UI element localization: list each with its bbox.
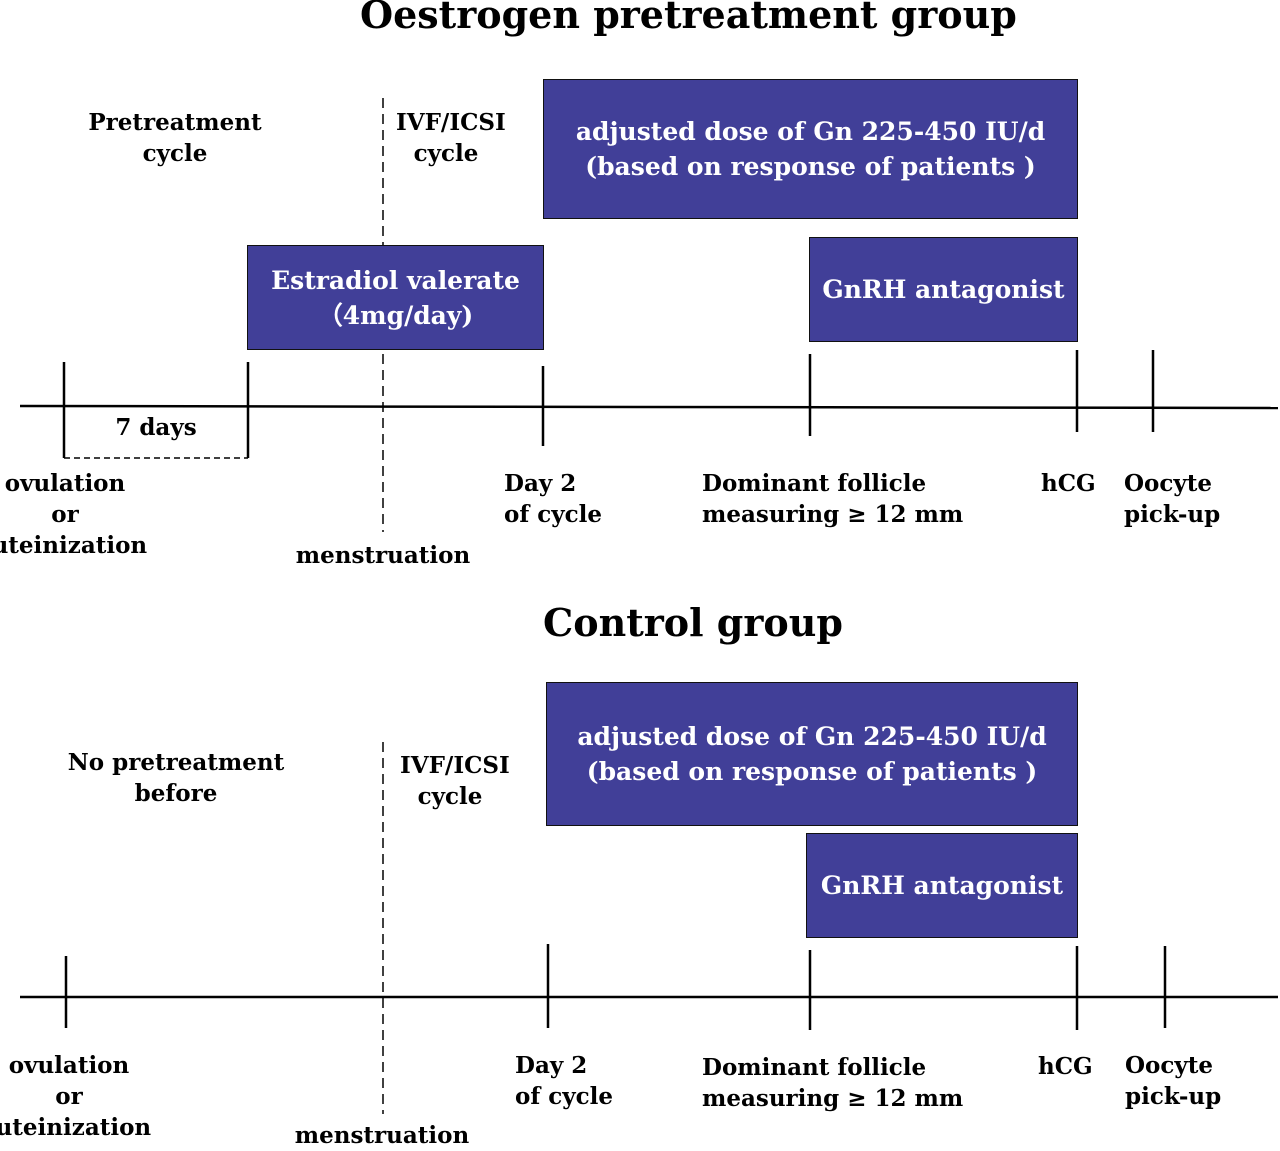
top-gnrh-antagonist-box: GnRH antagonist xyxy=(809,237,1078,342)
top-day2-label: Day 2 of cycle xyxy=(504,470,602,528)
bottom-oocyte-label: Oocyte pick-up xyxy=(1125,1052,1222,1110)
bottom-gnrh-antagonist-text: GnRH antagonist xyxy=(820,871,1064,900)
bottom-group-title: Control group xyxy=(543,600,843,645)
top-gnrh-antagonist-text: GnRH antagonist xyxy=(822,275,1065,304)
top-ivf-cycle-label: IVF/ICSI cycle xyxy=(396,109,506,167)
bottom-gn-dose-text: adjusted dose of Gn 225-450 IU/d (based … xyxy=(577,722,1047,786)
bottom-gnrh-antagonist-box: GnRH antagonist xyxy=(806,833,1078,938)
top-pretreatment-cycle-label: Pretreatment cycle xyxy=(88,109,262,167)
bottom-dominant-follicle-label: Dominant follicle measuring ≥ 12 mm xyxy=(702,1054,964,1112)
top-gn-dose-text: adjusted dose of Gn 225-450 IU/d (based … xyxy=(575,117,1046,181)
top-ovulation-label: ovulation or luteinization xyxy=(0,470,148,559)
top-gn-dose-box: adjusted dose of Gn 225-450 IU/d (based … xyxy=(543,79,1078,219)
bottom-menstruation-label: menstruation xyxy=(294,1122,470,1149)
top-menstruation-label: menstruation xyxy=(295,542,471,569)
bottom-no-pretreatment-label: No pretreatment before xyxy=(67,749,285,807)
top-seven-days-label: 7 days xyxy=(115,414,197,441)
top-estradiol-box: Estradiol valerate （4mg/day) xyxy=(247,245,544,350)
top-timeline-axis xyxy=(19,404,1279,410)
top-hcg-label: hCG xyxy=(1041,470,1096,497)
top-oocyte-label: Oocyte pick-up xyxy=(1124,470,1221,528)
bottom-ivf-cycle-label: IVF/ICSI cycle xyxy=(400,752,510,810)
top-dominant-follicle-label: Dominant follicle measuring ≥ 12 mm xyxy=(702,470,964,528)
top-group-title: Oestrogen pretreatment group xyxy=(360,0,1017,37)
bottom-hcg-label: hCG xyxy=(1038,1053,1093,1080)
bottom-gn-dose-box: adjusted dose of Gn 225-450 IU/d (based … xyxy=(546,682,1078,826)
bottom-ovulation-label: ovulation or luteinization xyxy=(0,1052,152,1141)
bottom-day2-label: Day 2 of cycle xyxy=(515,1052,613,1110)
top-estradiol-text: Estradiol valerate （4mg/day) xyxy=(271,265,520,330)
